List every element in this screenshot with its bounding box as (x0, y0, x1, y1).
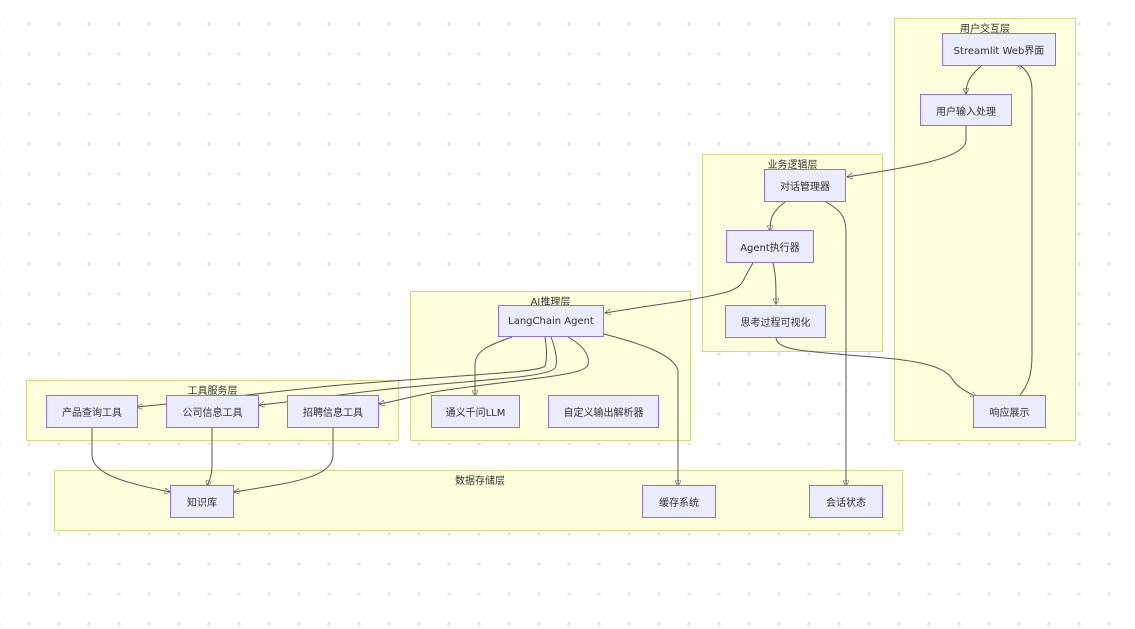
node-label: 会话状态 (826, 498, 866, 509)
node-label: 招聘信息工具 (303, 408, 363, 419)
node-label: 知识库 (187, 498, 217, 509)
node-label: Agent执行器 (740, 243, 800, 254)
node-langchain-agent[interactable]: LangChain Agent (498, 305, 604, 337)
node-thinking-visualization[interactable]: 思考过程可视化 (725, 305, 826, 338)
node-streamlit-web-ui[interactable]: Streamlit Web界面 (942, 33, 1056, 66)
node-label: 产品查询工具 (62, 408, 122, 419)
node-label: Streamlit Web界面 (953, 46, 1045, 57)
cluster-label: 数据存储层 (455, 476, 505, 487)
node-custom-output-parser[interactable]: 自定义输出解析器 (548, 395, 659, 428)
node-recruitment-info-tool[interactable]: 招聘信息工具 (287, 395, 379, 428)
cluster-label: 业务逻辑层 (767, 160, 818, 171)
node-company-info-tool[interactable]: 公司信息工具 (166, 395, 259, 428)
node-label: 自定义输出解析器 (563, 408, 644, 419)
cluster-ui-layer: 用户交互层 (894, 18, 1076, 441)
node-label: LangChain Agent (508, 315, 594, 327)
node-label: 响应展示 (989, 408, 1030, 419)
cluster-label: 用户交互层 (960, 24, 1010, 35)
node-product-query-tool[interactable]: 产品查询工具 (46, 395, 138, 428)
node-label: 缓存系统 (659, 498, 699, 509)
node-label: 对话管理器 (780, 182, 830, 193)
node-dialog-manager[interactable]: 对话管理器 (764, 169, 846, 202)
node-response-display[interactable]: 响应展示 (973, 395, 1046, 428)
cluster-label: AI推理层 (530, 297, 571, 308)
node-label: 通义千问LLM (445, 408, 506, 419)
node-knowledge-base[interactable]: 知识库 (170, 485, 234, 518)
node-label: 用户输入处理 (936, 106, 996, 118)
node-label: 公司信息工具 (182, 408, 243, 419)
node-label: 思考过程可视化 (740, 318, 811, 329)
node-cache-system[interactable]: 缓存系统 (642, 485, 716, 518)
node-tongyi-llm[interactable]: 通义千问LLM (431, 395, 520, 428)
node-session-state[interactable]: 会话状态 (809, 485, 883, 518)
node-user-input[interactable]: 用户输入处理 (920, 94, 1012, 126)
node-agent-executor[interactable]: Agent执行器 (726, 230, 814, 263)
